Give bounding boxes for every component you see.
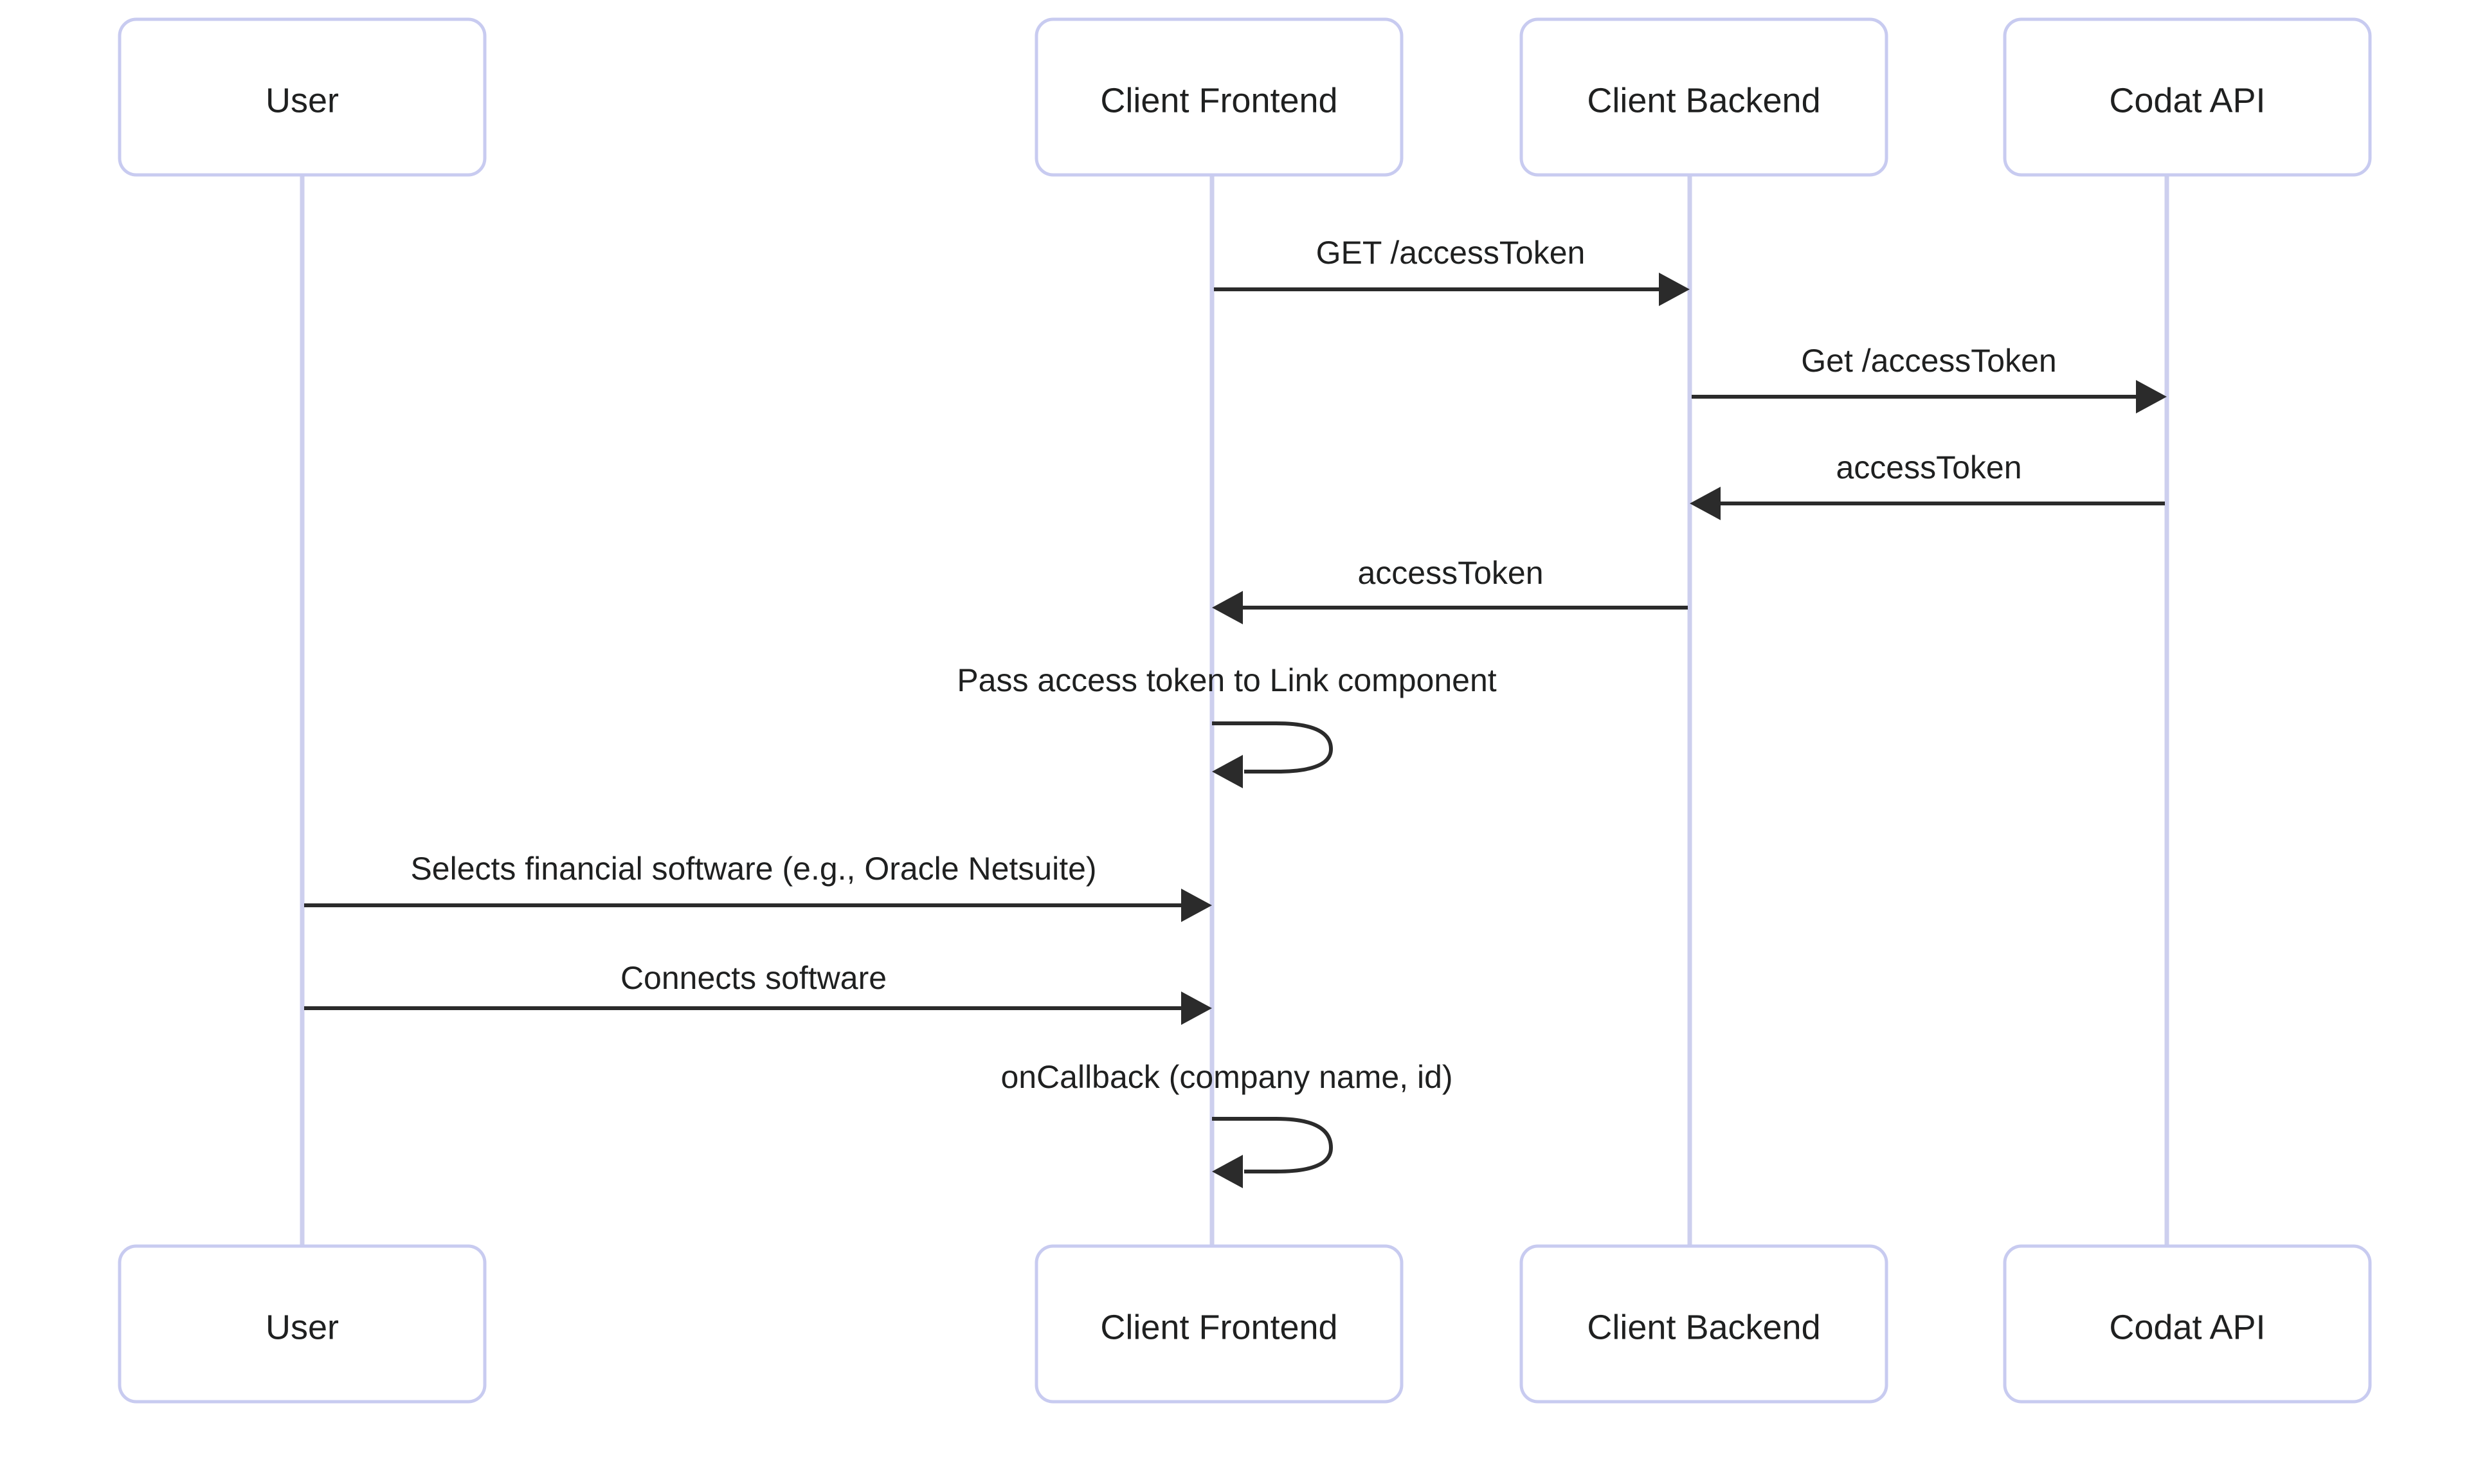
actor-label-codat-api-bottom: Codat API bbox=[2109, 1308, 2265, 1346]
message-3-label: accessToken bbox=[1836, 449, 2021, 485]
message-7-arrowhead bbox=[1181, 991, 1212, 1025]
actor-label-client-frontend-top: Client Frontend bbox=[1100, 81, 1337, 120]
actor-box-client-frontend-bottom[interactable] bbox=[1035, 1244, 1404, 1404]
actor-box-user-top[interactable] bbox=[118, 17, 487, 177]
message-1-get-access-token[interactable]: GET /accessToken bbox=[1214, 235, 1690, 306]
lifelines bbox=[300, 175, 2169, 1247]
message-6-label: Selects financial software (e.g., Oracle… bbox=[410, 851, 1096, 887]
actor-footer-client-backend[interactable]: Client Backend bbox=[1519, 1244, 1888, 1404]
message-5-label: Pass access token to Link component bbox=[957, 662, 1496, 698]
actor-label-client-frontend-bottom: Client Frontend bbox=[1100, 1308, 1337, 1346]
actor-footer-user[interactable]: User bbox=[118, 1244, 487, 1404]
actor-box-codat-api-bottom[interactable] bbox=[2003, 1244, 2372, 1404]
actor-label-user-top: User bbox=[266, 81, 339, 120]
message-1-arrowhead bbox=[1659, 273, 1690, 306]
actor-label-codat-api-top: Codat API bbox=[2109, 81, 2265, 120]
actor-label-client-backend-top: Client Backend bbox=[1587, 81, 1820, 120]
actor-header-codat-api[interactable]: Codat API bbox=[2003, 17, 2372, 177]
message-4-access-token[interactable]: accessToken bbox=[1212, 555, 1688, 624]
message-4-arrowhead bbox=[1212, 591, 1243, 624]
message-8-label: onCallback (company name, id) bbox=[1000, 1059, 1452, 1095]
message-8-loop-path bbox=[1212, 1117, 1334, 1173]
message-8-arrowhead bbox=[1212, 1155, 1243, 1188]
message-2-get-access-token[interactable]: Get /accessToken bbox=[1692, 343, 2167, 413]
message-5-loop-path bbox=[1212, 721, 1334, 774]
message-8-oncallback-self-loop[interactable]: onCallback (company name, id) bbox=[1000, 1059, 1453, 1188]
actor-box-client-frontend-top[interactable] bbox=[1035, 17, 1404, 177]
message-1-label: GET /accessToken bbox=[1316, 235, 1586, 271]
message-7-label: Connects software bbox=[620, 960, 887, 996]
actor-header-client-backend[interactable]: Client Backend bbox=[1519, 17, 1888, 177]
actor-label-client-backend-bottom: Client Backend bbox=[1587, 1308, 1820, 1346]
message-7-connects-software[interactable]: Connects software bbox=[304, 960, 1212, 1025]
actor-box-codat-api-top[interactable] bbox=[2003, 17, 2372, 177]
message-4-label: accessToken bbox=[1357, 555, 1543, 591]
message-2-label: Get /accessToken bbox=[1801, 343, 2056, 379]
message-5-pass-access-token-self-loop[interactable]: Pass access token to Link component bbox=[957, 662, 1497, 788]
message-2-arrowhead bbox=[2136, 380, 2167, 413]
actor-header-user[interactable]: User bbox=[118, 17, 487, 177]
message-3-arrowhead bbox=[1690, 487, 1721, 520]
actor-footer-codat-api[interactable]: Codat API bbox=[2003, 1244, 2372, 1404]
actor-box-client-backend-top[interactable] bbox=[1519, 17, 1888, 177]
message-6-selects-financial-software[interactable]: Selects financial software (e.g., Oracle… bbox=[304, 851, 1212, 922]
actor-label-user-bottom: User bbox=[266, 1308, 339, 1346]
actor-box-client-backend-bottom[interactable] bbox=[1519, 1244, 1888, 1404]
message-5-arrowhead bbox=[1212, 755, 1243, 788]
message-6-arrowhead bbox=[1181, 889, 1212, 922]
message-3-access-token[interactable]: accessToken bbox=[1690, 449, 2165, 520]
actor-box-user-bottom[interactable] bbox=[118, 1244, 487, 1404]
actor-footer-client-frontend[interactable]: Client Frontend bbox=[1035, 1244, 1404, 1404]
actor-header-client-frontend[interactable]: Client Frontend bbox=[1035, 17, 1404, 177]
